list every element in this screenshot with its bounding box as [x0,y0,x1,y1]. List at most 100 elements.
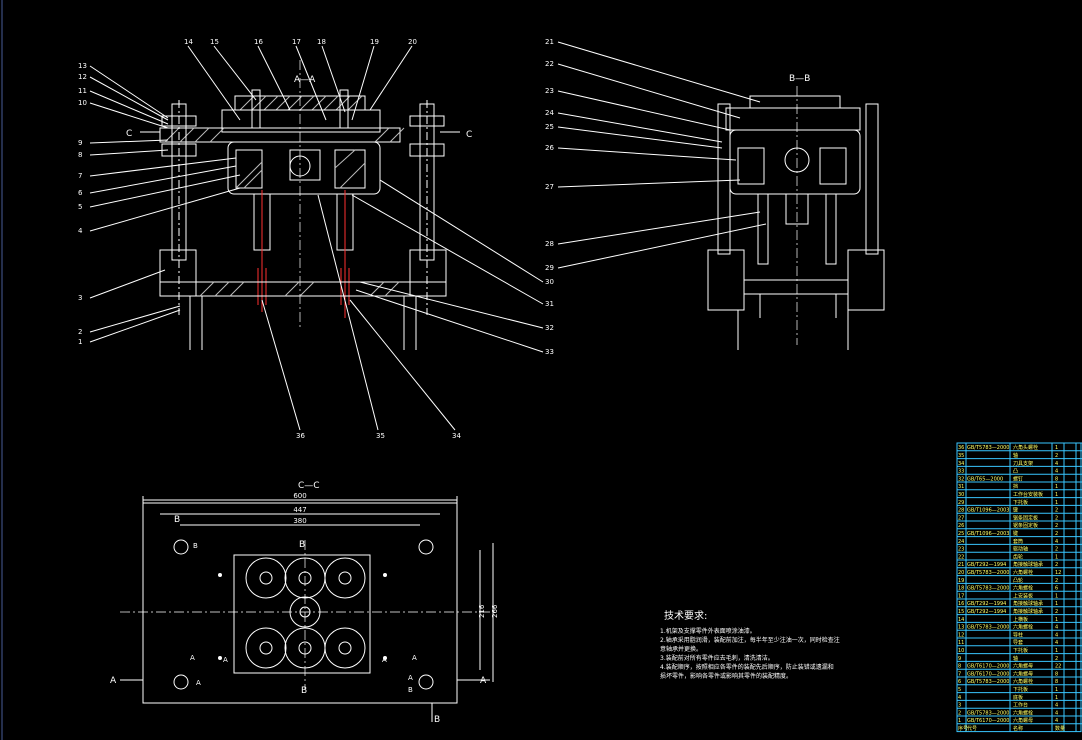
bom-cell: 1 [1055,601,1058,607]
bom-cell: 8 [958,664,961,670]
bom-cell: 4 [1055,703,1058,709]
bom-cell: GB/T292—1994 [967,601,1006,607]
technical-requirements: 技术要求: 1.机架及支撑零件外表面喷涂油漆。 2.轴承采用脂润滑，装配前加注，… [660,609,840,680]
svg-text:32: 32 [545,324,554,332]
bom-cell: 1 [1055,500,1058,506]
corner-bolt [173,674,189,690]
bom-cell: 轴 [1013,452,1018,459]
bom-cell: GB/T6170—2000 [967,664,1010,670]
worktable-beam [159,281,447,297]
bom-cell: 8 [1055,671,1058,677]
svg-text:13: 13 [78,62,87,70]
cutter-mount-plate [233,554,371,674]
bom-cell: 22 [958,554,964,560]
bom-cell: 2 [1055,508,1058,514]
bom-cell: GB/T5783—2000 [967,445,1010,451]
svg-text:B: B [434,715,440,725]
tech-req-line: 损坏零件，影响各零件或影响其零件的装配精度。 [660,672,792,680]
bb-support-right [847,249,885,311]
bom-cell: 32 [958,476,964,482]
bom-cell: 上安装板 [1013,592,1033,599]
bom-cell: 六角螺母 [1013,717,1033,724]
bom-cell: 16 [958,601,964,607]
bom-cell: 六角螺栓 [1013,709,1033,716]
svg-text:33: 33 [545,348,554,356]
section-view-a-a: A—A C C [78,38,554,440]
bom-cell: 上横板 [1013,616,1028,623]
bom-cell: 挡 [1013,483,1018,490]
tech-req-line: 1.机架及支撑零件外表面喷涂油漆。 [660,627,756,635]
section-view-b-b: B—B 21 22 23 24 25 26 27 28 29 [545,38,885,350]
bom-cell: GB/T5783—2000 [967,570,1010,576]
bom-cell: 36 [958,445,964,451]
bom-cell: 8 [1055,679,1058,685]
bom-cell: 1 [958,718,961,724]
bom-cell: 锯条固定板 [1013,514,1038,521]
bom-cell: 24 [958,539,964,545]
bom-cell: 4 [1055,625,1058,631]
svg-text:23: 23 [545,87,554,95]
bom-cell: 13 [958,625,964,631]
tech-req-line: 2.轴承采用脂润滑，装配前加注，每半年至少注油一次，同时检查注 [660,636,840,644]
bom-cell: 4 [958,695,961,701]
bom-cell: 六角螺母 [1013,663,1033,670]
svg-text:29: 29 [545,264,554,272]
bom-cell: 1 [1055,687,1058,693]
svg-text:8: 8 [78,151,82,159]
svg-text:15: 15 [210,38,219,46]
bom-cell: 六角螺栓 [1013,585,1033,592]
bom-cell: 导柱 [1013,631,1023,638]
bom-cell: 18 [958,586,964,592]
gear-row-top [245,557,366,599]
bom-cell: 7 [958,671,961,677]
bom-cell: 键 [1013,530,1018,537]
svg-text:27: 27 [545,183,554,191]
bom-cell: GB/T5783—2000 [967,679,1010,685]
bom-cell: 9 [958,656,961,662]
bom-cell: 22 [1055,664,1061,670]
svg-text:28: 28 [545,240,554,248]
svg-text:22: 22 [545,60,554,68]
svg-text:17: 17 [292,38,301,46]
bom-cell: 4 [1055,632,1058,638]
bom-cell: 角接触球轴承 [1013,561,1043,568]
bom-cell: 刀具支架 [1013,460,1033,467]
svg-text:A: A [408,674,413,682]
support-block-left [159,249,197,297]
gear-row-bottom [245,627,366,669]
svg-text:11: 11 [78,87,87,95]
svg-text:B: B [408,686,413,694]
svg-text:35: 35 [376,432,385,440]
bom-cell: 1 [1055,492,1058,498]
bom-cell: 8 [1055,476,1058,482]
bom-cell: 20 [958,570,964,576]
svg-text:2: 2 [78,328,82,336]
svg-text:9: 9 [78,139,82,147]
bom-cell: 12 [958,632,964,638]
svg-text:5: 5 [78,203,82,211]
bom-cell: 1 [1055,648,1058,654]
svg-text:A: A [190,654,195,662]
bom-cell: 2 [1055,531,1058,537]
svg-text:25: 25 [545,123,554,131]
base-plate-outline [142,502,458,704]
svg-text:A: A [223,656,228,664]
bom-row: 12 导柱 4 [958,631,1058,638]
tech-req-line: 4.装配顺序，按照相应各零件的装配先后顺序，防止装错或遗漏和 [660,663,834,671]
bom-cell: 工作台 [1013,702,1028,709]
svg-text:21: 21 [545,38,554,46]
svg-text:31: 31 [545,300,554,308]
